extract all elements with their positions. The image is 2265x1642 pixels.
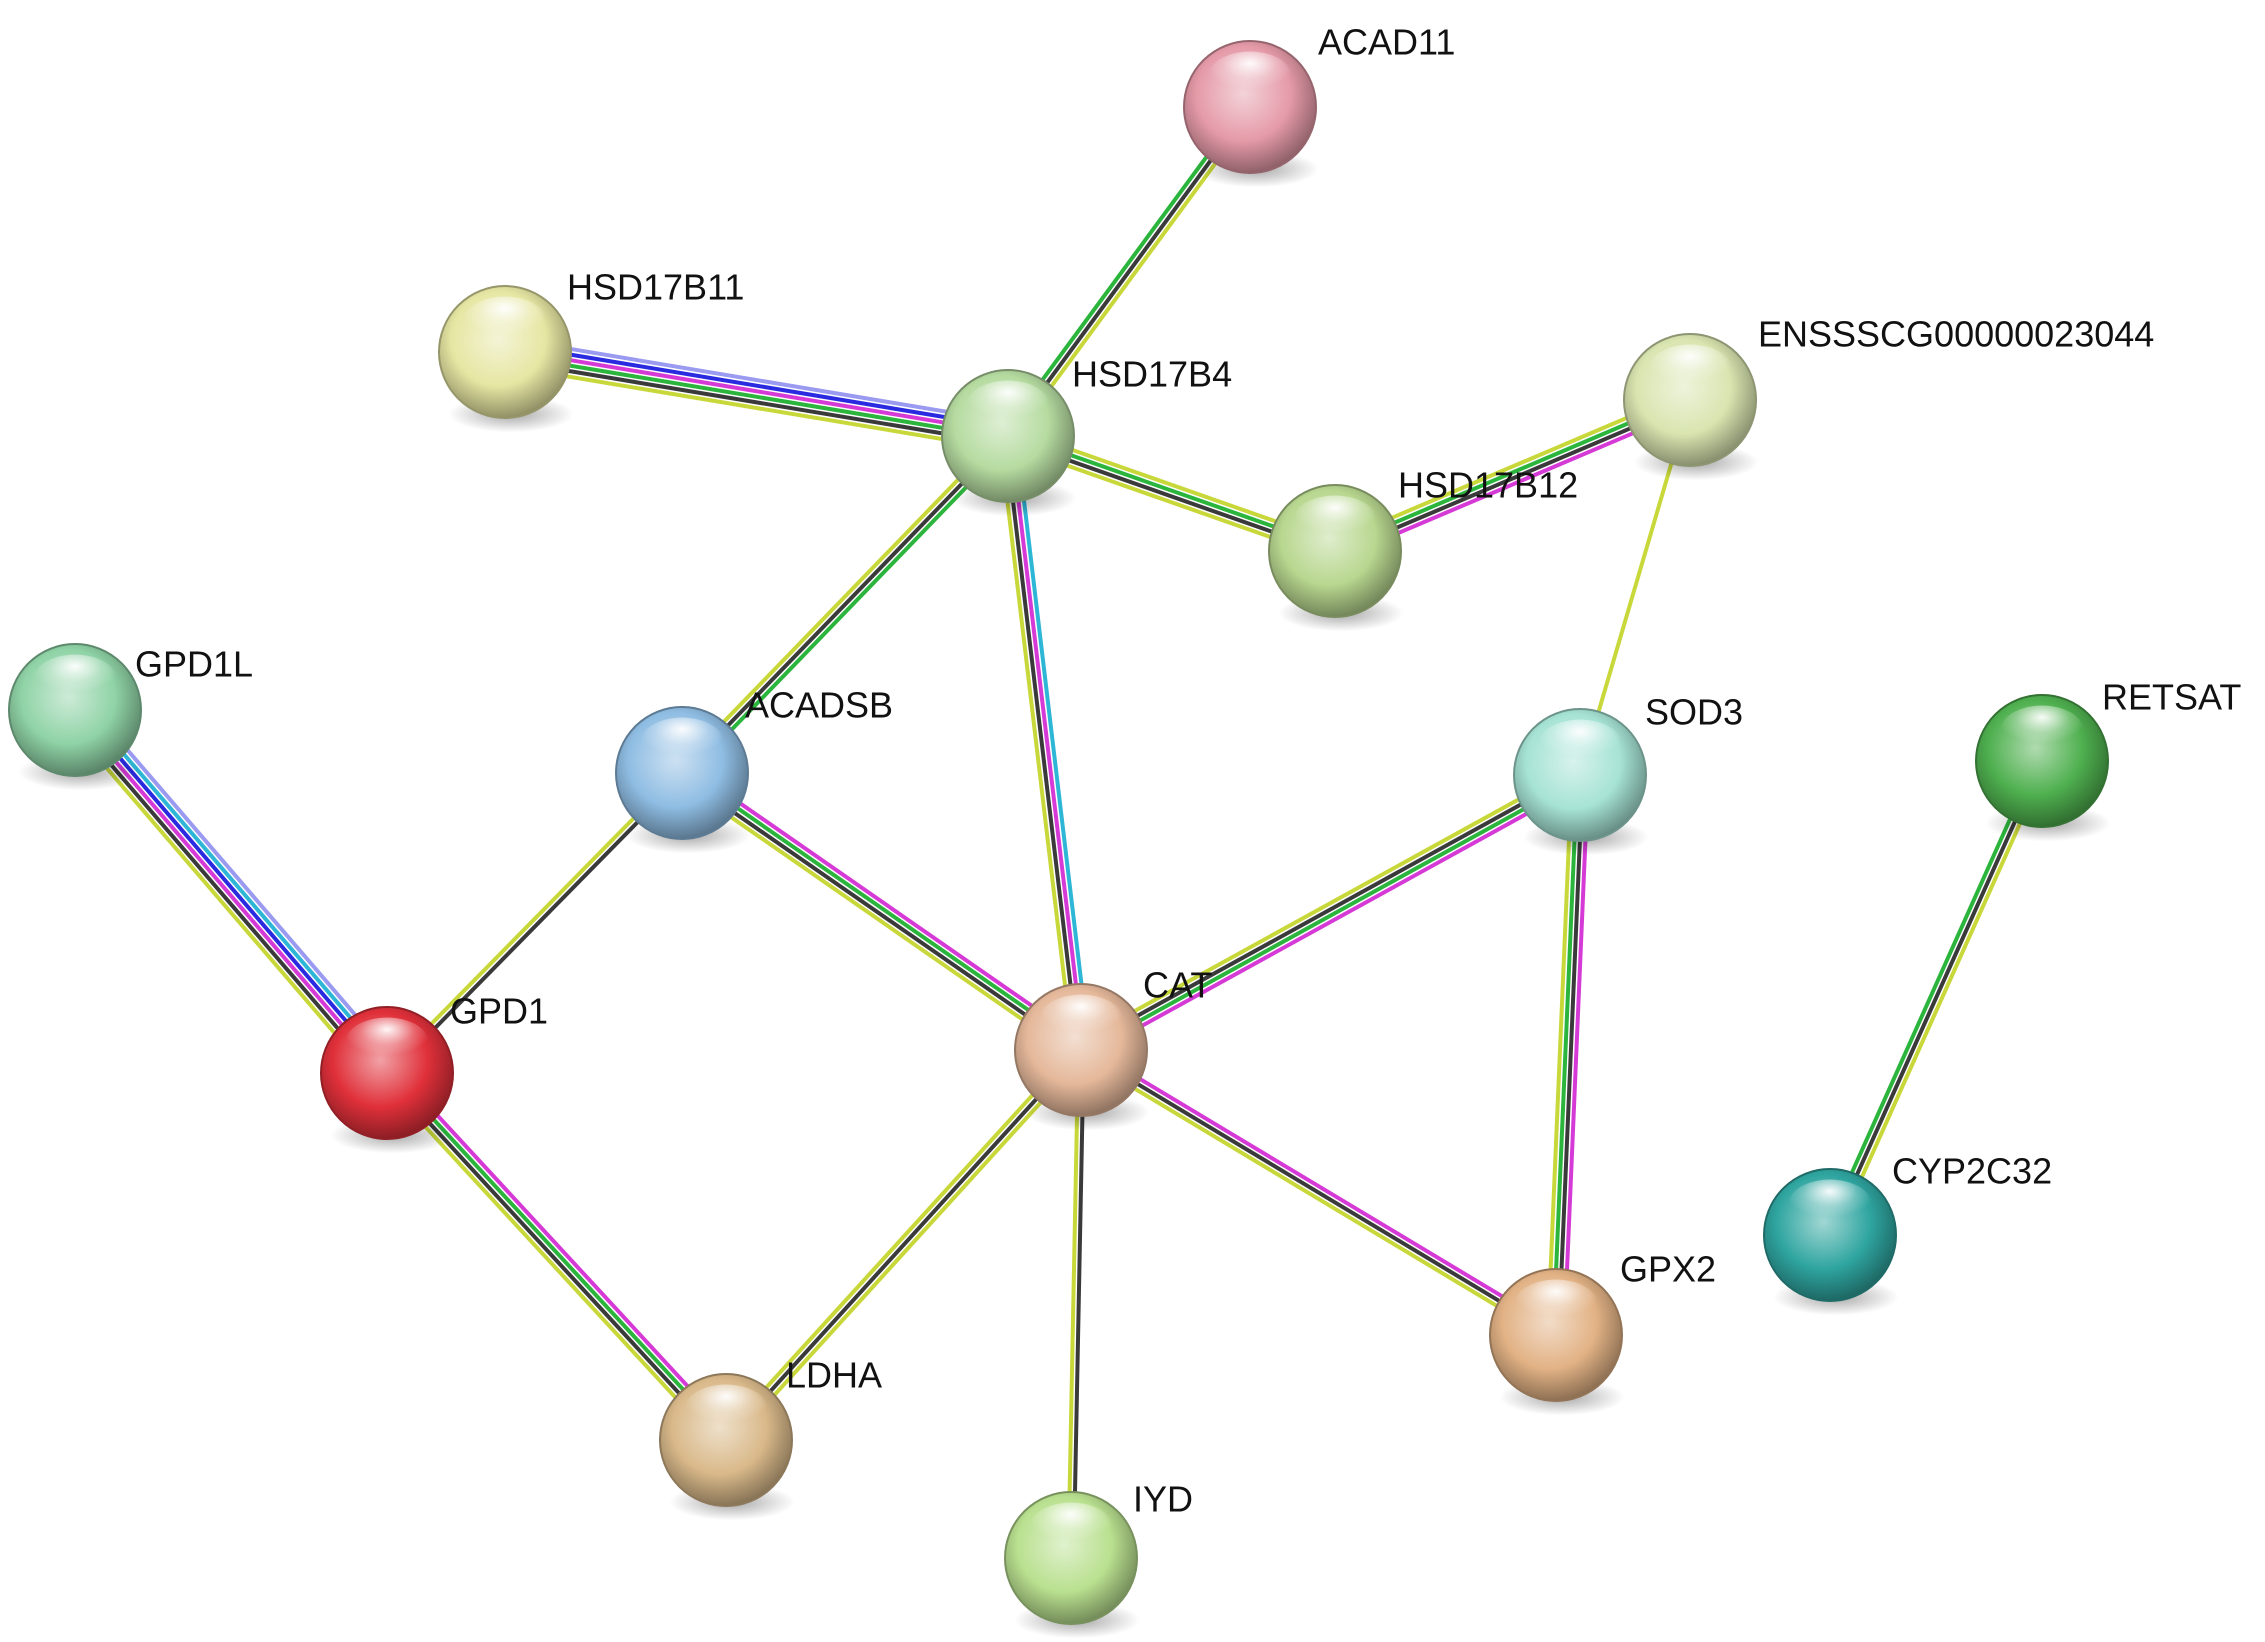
edge-channel-green <box>1080 775 1584 1055</box>
edge-channel-cyan <box>79 702 396 1070</box>
edge-channel-magenta <box>1562 773 1591 1338</box>
edge-channel-black <box>1556 773 1585 1338</box>
edge-channel-black <box>387 772 686 1077</box>
edge-channel-yellow <box>719 1044 1079 1439</box>
node-label-sod3: SOD3 <box>1645 692 1743 733</box>
edge-channel-yellow <box>1066 1047 1081 1560</box>
edge-channel-magenta <box>1008 433 1086 1052</box>
edge-channel-magenta <box>1081 1043 1561 1333</box>
edge-hsd17b11-hsd17b4[interactable] <box>500 336 1013 452</box>
node-label-hsd17b12: HSD17B12 <box>1398 465 1578 506</box>
node-label-hsd17b4: HSD17B4 <box>1072 354 1232 395</box>
node-highlight <box>1649 344 1731 393</box>
node-acadsb[interactable]: ACADSB <box>615 685 893 854</box>
edge-channel-black <box>724 1048 1083 1442</box>
node-gpx2[interactable]: GPX2 <box>1489 1249 1716 1416</box>
node-label-acadsb: ACADSB <box>745 685 893 726</box>
edge-channel-black <box>1003 434 1081 1053</box>
node-highlight <box>2001 705 2083 754</box>
node-hsd17b4[interactable]: HSD17B4 <box>941 354 1232 517</box>
node-cyp2c32[interactable]: CYP2C32 <box>1763 1151 2052 1316</box>
edge-channel-yellow <box>997 435 1075 1053</box>
node-iyd[interactable]: IYD <box>1004 1479 1193 1639</box>
node-highlight <box>685 1384 767 1433</box>
edge-channel-yellow <box>383 769 682 1074</box>
node-highlight <box>1539 719 1621 768</box>
edge-channel-black <box>678 773 1082 1055</box>
edge-channel-blue <box>504 341 1012 430</box>
edge-sod3-gpx2[interactable] <box>1545 772 1591 1338</box>
node-cat[interactable]: CAT <box>1014 965 1212 1131</box>
edge-channel-yellow <box>1075 765 1578 1045</box>
node-ldha[interactable]: LDHA <box>659 1355 882 1521</box>
edge-sod3-cat[interactable] <box>1075 765 1586 1060</box>
node-highlight <box>1209 51 1291 100</box>
edge-channel-yellow <box>728 1051 1088 1446</box>
edge-channel-yellow <box>1076 1052 1556 1342</box>
node-label-iyd: IYD <box>1133 1479 1193 1520</box>
edge-channel-yellow <box>1833 761 2049 1240</box>
node-label-retsat: RETSAT <box>2102 677 2241 718</box>
node-label-cat: CAT <box>1143 965 1212 1006</box>
edge-acadsb-cat[interactable] <box>675 764 1088 1059</box>
node-label-cyp2c32: CYP2C32 <box>1892 1151 2052 1192</box>
node-highlight <box>464 296 546 345</box>
node-highlight <box>346 1017 428 1066</box>
node-gpd1[interactable]: GPD1 <box>320 991 548 1154</box>
edge-channel-black <box>1079 1048 1558 1337</box>
edge-channel-magenta <box>391 1065 735 1437</box>
edge-channel-green <box>1551 772 1580 1337</box>
edge-channel-magenta <box>684 764 1088 1046</box>
node-gpd1l[interactable]: GPD1L <box>8 643 253 791</box>
edge-channel-yellow <box>500 363 1008 452</box>
node-label-hsd17b11: HSD17B11 <box>567 267 744 308</box>
node-highlight <box>1294 495 1376 544</box>
edge-cat-gpx2[interactable] <box>1076 1043 1561 1342</box>
node-highlight <box>1789 1179 1871 1228</box>
node-sod3[interactable]: SOD3 <box>1513 692 1743 856</box>
node-retsat[interactable]: RETSAT <box>1975 677 2241 842</box>
edge-channel-black <box>680 434 1010 775</box>
edge-channel-yellow <box>675 777 1079 1059</box>
node-hsd17b11[interactable]: HSD17B11 <box>438 267 744 433</box>
edge-channel-green <box>681 768 1085 1050</box>
edge-retsat-cyp2c32[interactable] <box>1823 756 2049 1240</box>
edge-cat-ldha[interactable] <box>719 1044 1088 1446</box>
node-acad11[interactable]: ACAD11 <box>1183 22 1455 188</box>
edge-channel-cyan <box>1014 433 1092 1051</box>
node-hsd17b12[interactable]: HSD17B12 <box>1268 465 1578 632</box>
edge-channel-magenta <box>1083 780 1586 1060</box>
node-highlight <box>1040 994 1122 1043</box>
edge-channel-yellow <box>1545 772 1574 1337</box>
node-highlight <box>1515 1279 1597 1328</box>
edge-channel-yellow <box>676 430 1006 772</box>
edge-channel-black <box>1077 770 1581 1050</box>
edge-cat-iyd[interactable] <box>1066 1047 1086 1561</box>
edge-channel-black <box>1071 1048 1086 1561</box>
edge-channel-lightblue <box>505 336 1013 425</box>
node-label-acad11: ACAD11 <box>1318 22 1455 63</box>
edge-channel-green <box>502 352 1010 441</box>
node-label-gpx2: GPX2 <box>1620 1249 1716 1290</box>
edge-channel-lightblue <box>83 699 400 1066</box>
edge-channel-magenta <box>503 347 1011 436</box>
node-highlight <box>967 380 1049 429</box>
node-highlight <box>1030 1502 1112 1551</box>
node-label-gpd1: GPD1 <box>450 991 548 1032</box>
edges-layer <box>62 101 2049 1561</box>
node-label-gpd1l: GPD1L <box>135 644 253 685</box>
node-label-ldha: LDHA <box>786 1355 882 1396</box>
node-label-enssscg00000023044: ENSSSCG00000023044 <box>1758 314 2154 355</box>
node-highlight <box>34 654 116 703</box>
edge-channel-black <box>1828 759 2044 1237</box>
node-enssscg00000023044[interactable]: ENSSSCG00000023044 <box>1623 314 2154 481</box>
edge-channel-black <box>501 358 1009 447</box>
edge-hsd17b4-cat[interactable] <box>997 433 1092 1053</box>
edge-channel-green <box>1823 756 2039 1235</box>
edge-acadsb-gpd1[interactable] <box>383 769 686 1077</box>
node-highlight <box>641 717 723 766</box>
